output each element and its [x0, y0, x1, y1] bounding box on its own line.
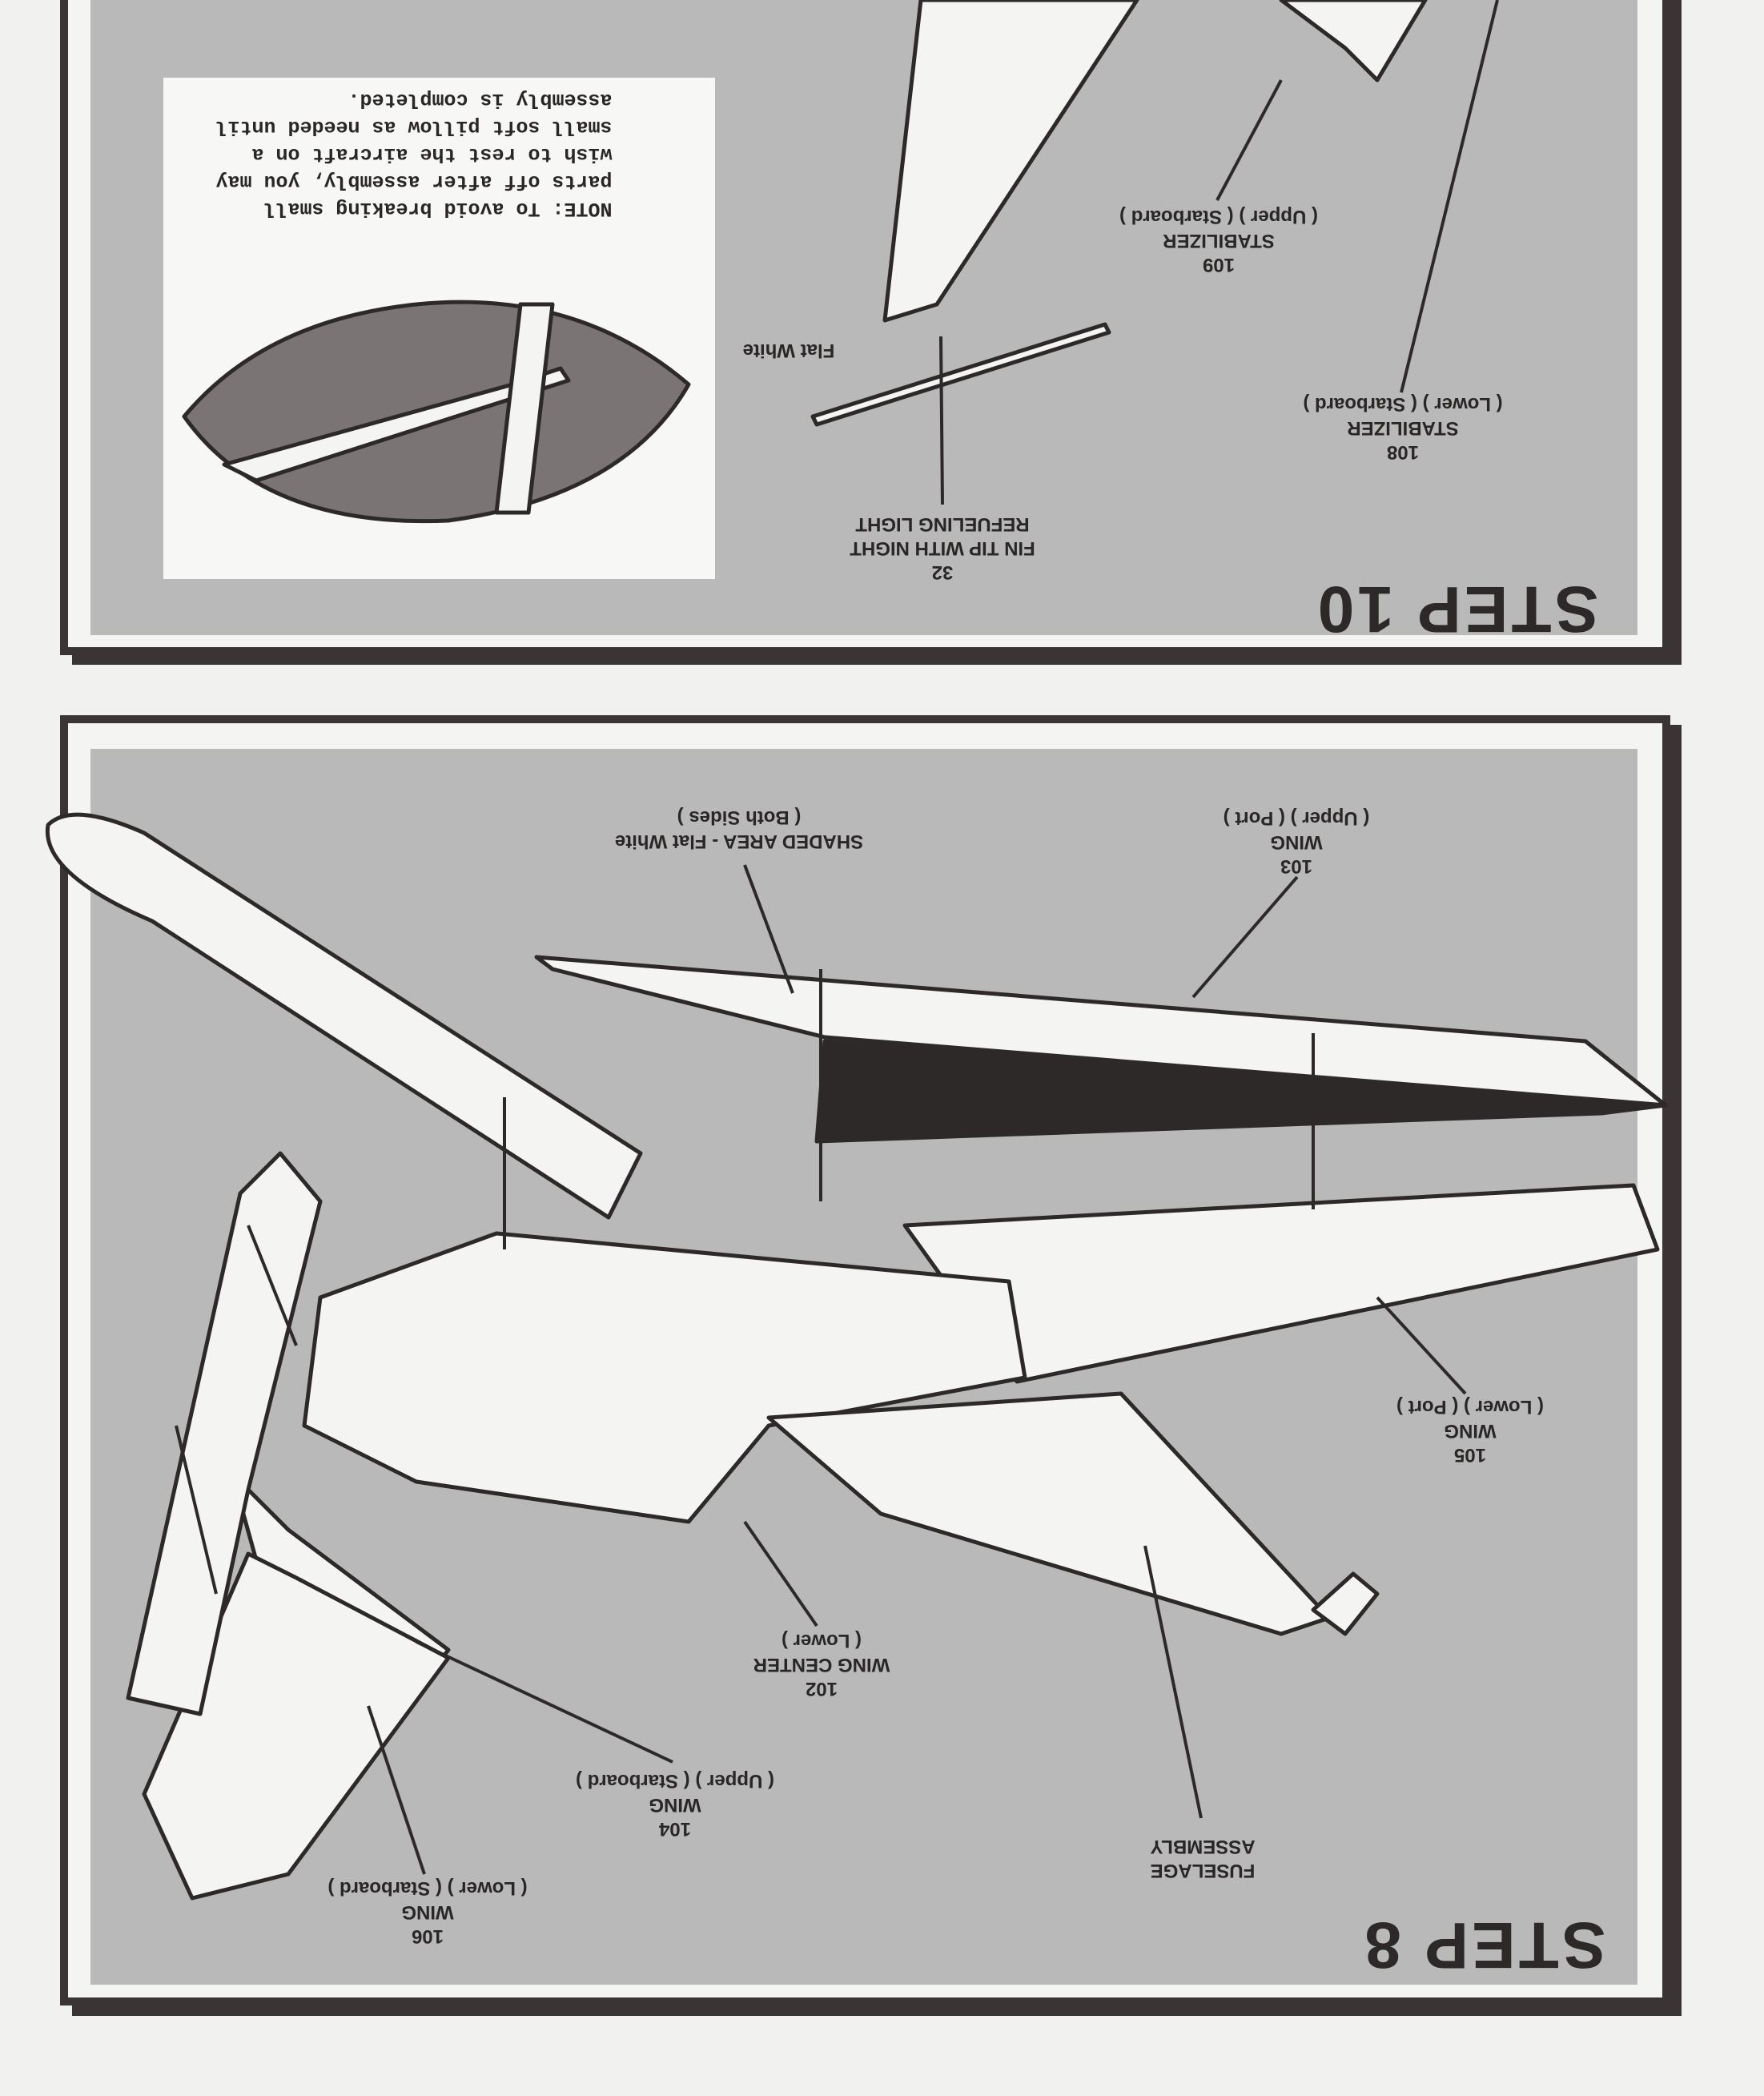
part-desc: ( Upper ) ( Starboard ): [1119, 206, 1319, 227]
part-desc: ( Upper ) ( Port ): [1223, 807, 1370, 829]
step8-title: STEP 8: [1361, 1909, 1606, 1981]
arrow-4: [247, 1225, 298, 1346]
step10-title: STEP 10: [1314, 573, 1599, 646]
leader-102: [743, 1520, 818, 1627]
part-name: WING: [649, 1794, 701, 1816]
part-name: ASSEMBLY: [1150, 1836, 1256, 1857]
part-number: 102: [805, 1678, 838, 1700]
leader-108: [1400, 0, 1499, 393]
part-102-label: 102 WING CENTER ( Lower ): [753, 1628, 890, 1700]
stabilizer-108: [1279, 0, 1428, 82]
part-number: 32: [931, 561, 954, 583]
part-103-label: 103 WING ( Upper ) ( Port ): [1224, 806, 1370, 878]
note-text: NOTE: To avoid breaking small parts off …: [215, 86, 612, 222]
part-desc: ( Upper ) ( Starboard ): [575, 1770, 775, 1792]
part-109-label: 109 STABILIZER ( Upper ) ( Starboard ): [1119, 204, 1318, 276]
note-line: small soft pillow as needed until: [215, 115, 613, 139]
part-name: WING: [1444, 1420, 1497, 1442]
part-name: STABILIZER: [1347, 417, 1459, 439]
part-number: 106: [411, 1925, 444, 1947]
part-name: WING CENTER: [753, 1654, 890, 1676]
fuselage-rear: [766, 1391, 1332, 1636]
leader-109: [1216, 79, 1283, 201]
leader-32: [939, 336, 944, 505]
part-desc: ( Lower ) ( Port ): [1396, 1396, 1544, 1418]
shaded-area-label: SHADED AREA - Flat White ( Both Sides ): [615, 805, 863, 853]
leader-shaded: [743, 864, 794, 994]
part-number: 105: [1453, 1444, 1487, 1466]
part-105-label: 105 WING ( Lower ) ( Port ): [1396, 1394, 1544, 1466]
stabilizer-109: [882, 0, 1139, 323]
leader-fuselage: [1143, 1545, 1203, 1819]
note-line: wish to rest the aircraft on a: [251, 143, 613, 166]
pillow-aircraft: [222, 366, 571, 483]
note-line: NOTE: To avoid breaking small: [263, 197, 613, 220]
leader-104: [416, 1640, 673, 1764]
part-number: 109: [1202, 254, 1236, 276]
note-line: parts off after assembly, you may: [215, 170, 613, 193]
part-number: 104: [658, 1818, 692, 1840]
leader-103: [1191, 875, 1299, 999]
part-desc: ( Lower ) ( Starboard ): [1303, 393, 1503, 415]
part-name: REFUELING LIGHT: [855, 513, 1030, 535]
part-108-label: 108 STABILIZER ( Lower ) ( Starboard ): [1303, 392, 1502, 464]
fuselage-assembly-label: FUSELAGE ASSEMBLY: [1150, 1834, 1255, 1882]
arrow-5: [175, 1425, 218, 1595]
part-name: WING: [401, 1901, 454, 1923]
part-number: 108: [1386, 441, 1420, 463]
part-32-label: 32 FIN TIP WITH NIGHT REFUELING LIGHT: [850, 512, 1035, 584]
part-number: 103: [1280, 855, 1313, 877]
wing-starboard-lower: [126, 1151, 323, 1716]
part-106-label: 106 WING ( Lower ) ( Starboard ): [327, 1876, 527, 1948]
wing-center-102: [302, 1231, 1027, 1524]
part-name: WING: [1270, 831, 1323, 853]
shaded-line: ( Both Sides ): [677, 807, 802, 828]
note-line: assembly is completed.: [348, 88, 613, 111]
part-desc: ( Lower ) ( Starboard ): [327, 1877, 528, 1899]
leader-105: [1376, 1296, 1467, 1395]
part-name: FIN TIP WITH NIGHT: [850, 537, 1035, 559]
shaded-line: SHADED AREA - Flat White: [614, 831, 864, 852]
fuselage: [45, 812, 643, 1220]
flat-white-label: Flat White: [742, 340, 835, 361]
part-desc: ( Lower ): [782, 1630, 862, 1651]
tail-fin: [1311, 1571, 1380, 1636]
part-name: STABILIZER: [1163, 230, 1275, 251]
leader-106: [367, 1705, 426, 1875]
fin-tip-32: [810, 322, 1111, 427]
part-name: FUSELAGE: [1150, 1860, 1256, 1881]
part-104-label: 104 WING ( Upper ) ( Starboard ): [576, 1768, 774, 1841]
